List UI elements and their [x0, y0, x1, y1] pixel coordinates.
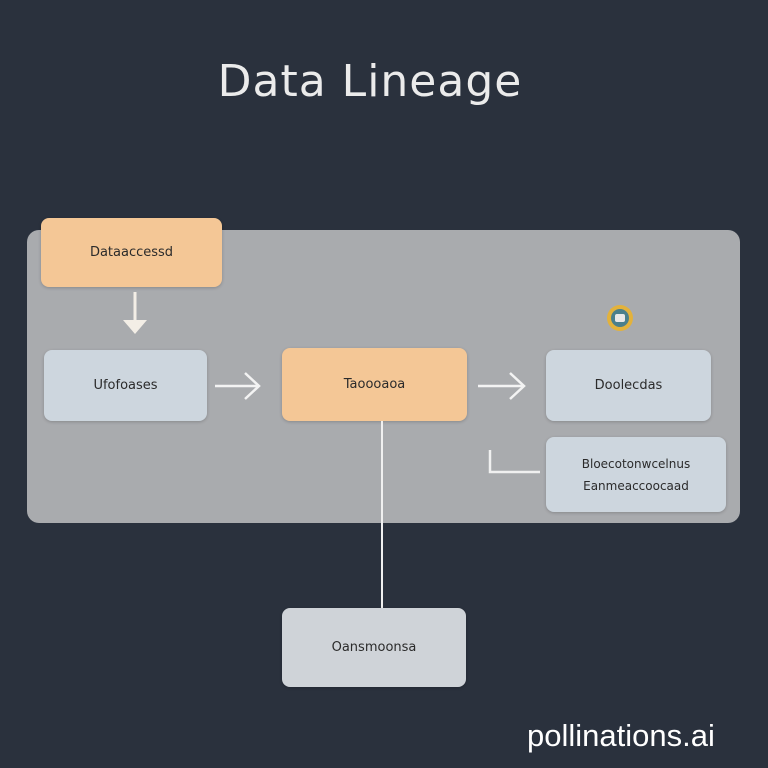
transform-node-label: Taoooaoa: [343, 377, 406, 392]
source-node[interactable]: Dataaccessd: [41, 218, 222, 287]
ingest-node[interactable]: Ufofoases: [44, 350, 207, 421]
ingest-node-label: Ufofoases: [93, 378, 158, 393]
diagram-title: Data Lineage: [217, 56, 523, 107]
transform-node[interactable]: Taoooaoa: [282, 348, 467, 421]
notes-node[interactable]: Bloecotonwcelnus Eanmeaccoocaad: [546, 437, 726, 512]
arrow-right-icon: [478, 372, 526, 400]
connector-vertical: [381, 421, 383, 608]
archive-node[interactable]: Oansmoonsa: [282, 608, 466, 687]
output-node-label: Doolecdas: [594, 378, 663, 393]
output-node[interactable]: Doolecdas: [546, 350, 711, 421]
watermark: pollinations.ai: [527, 718, 715, 753]
notes-line-1: Bloecotonwcelnus: [581, 456, 691, 471]
source-node-label: Dataaccessd: [89, 245, 174, 260]
arrow-down-icon: [123, 292, 147, 334]
badge-icon: [607, 305, 633, 331]
arrow-right-icon: [215, 372, 261, 400]
connector-elbow: [488, 450, 540, 474]
archive-node-label: Oansmoonsa: [331, 640, 417, 655]
notes-line-2: Eanmeaccoocaad: [583, 478, 689, 493]
